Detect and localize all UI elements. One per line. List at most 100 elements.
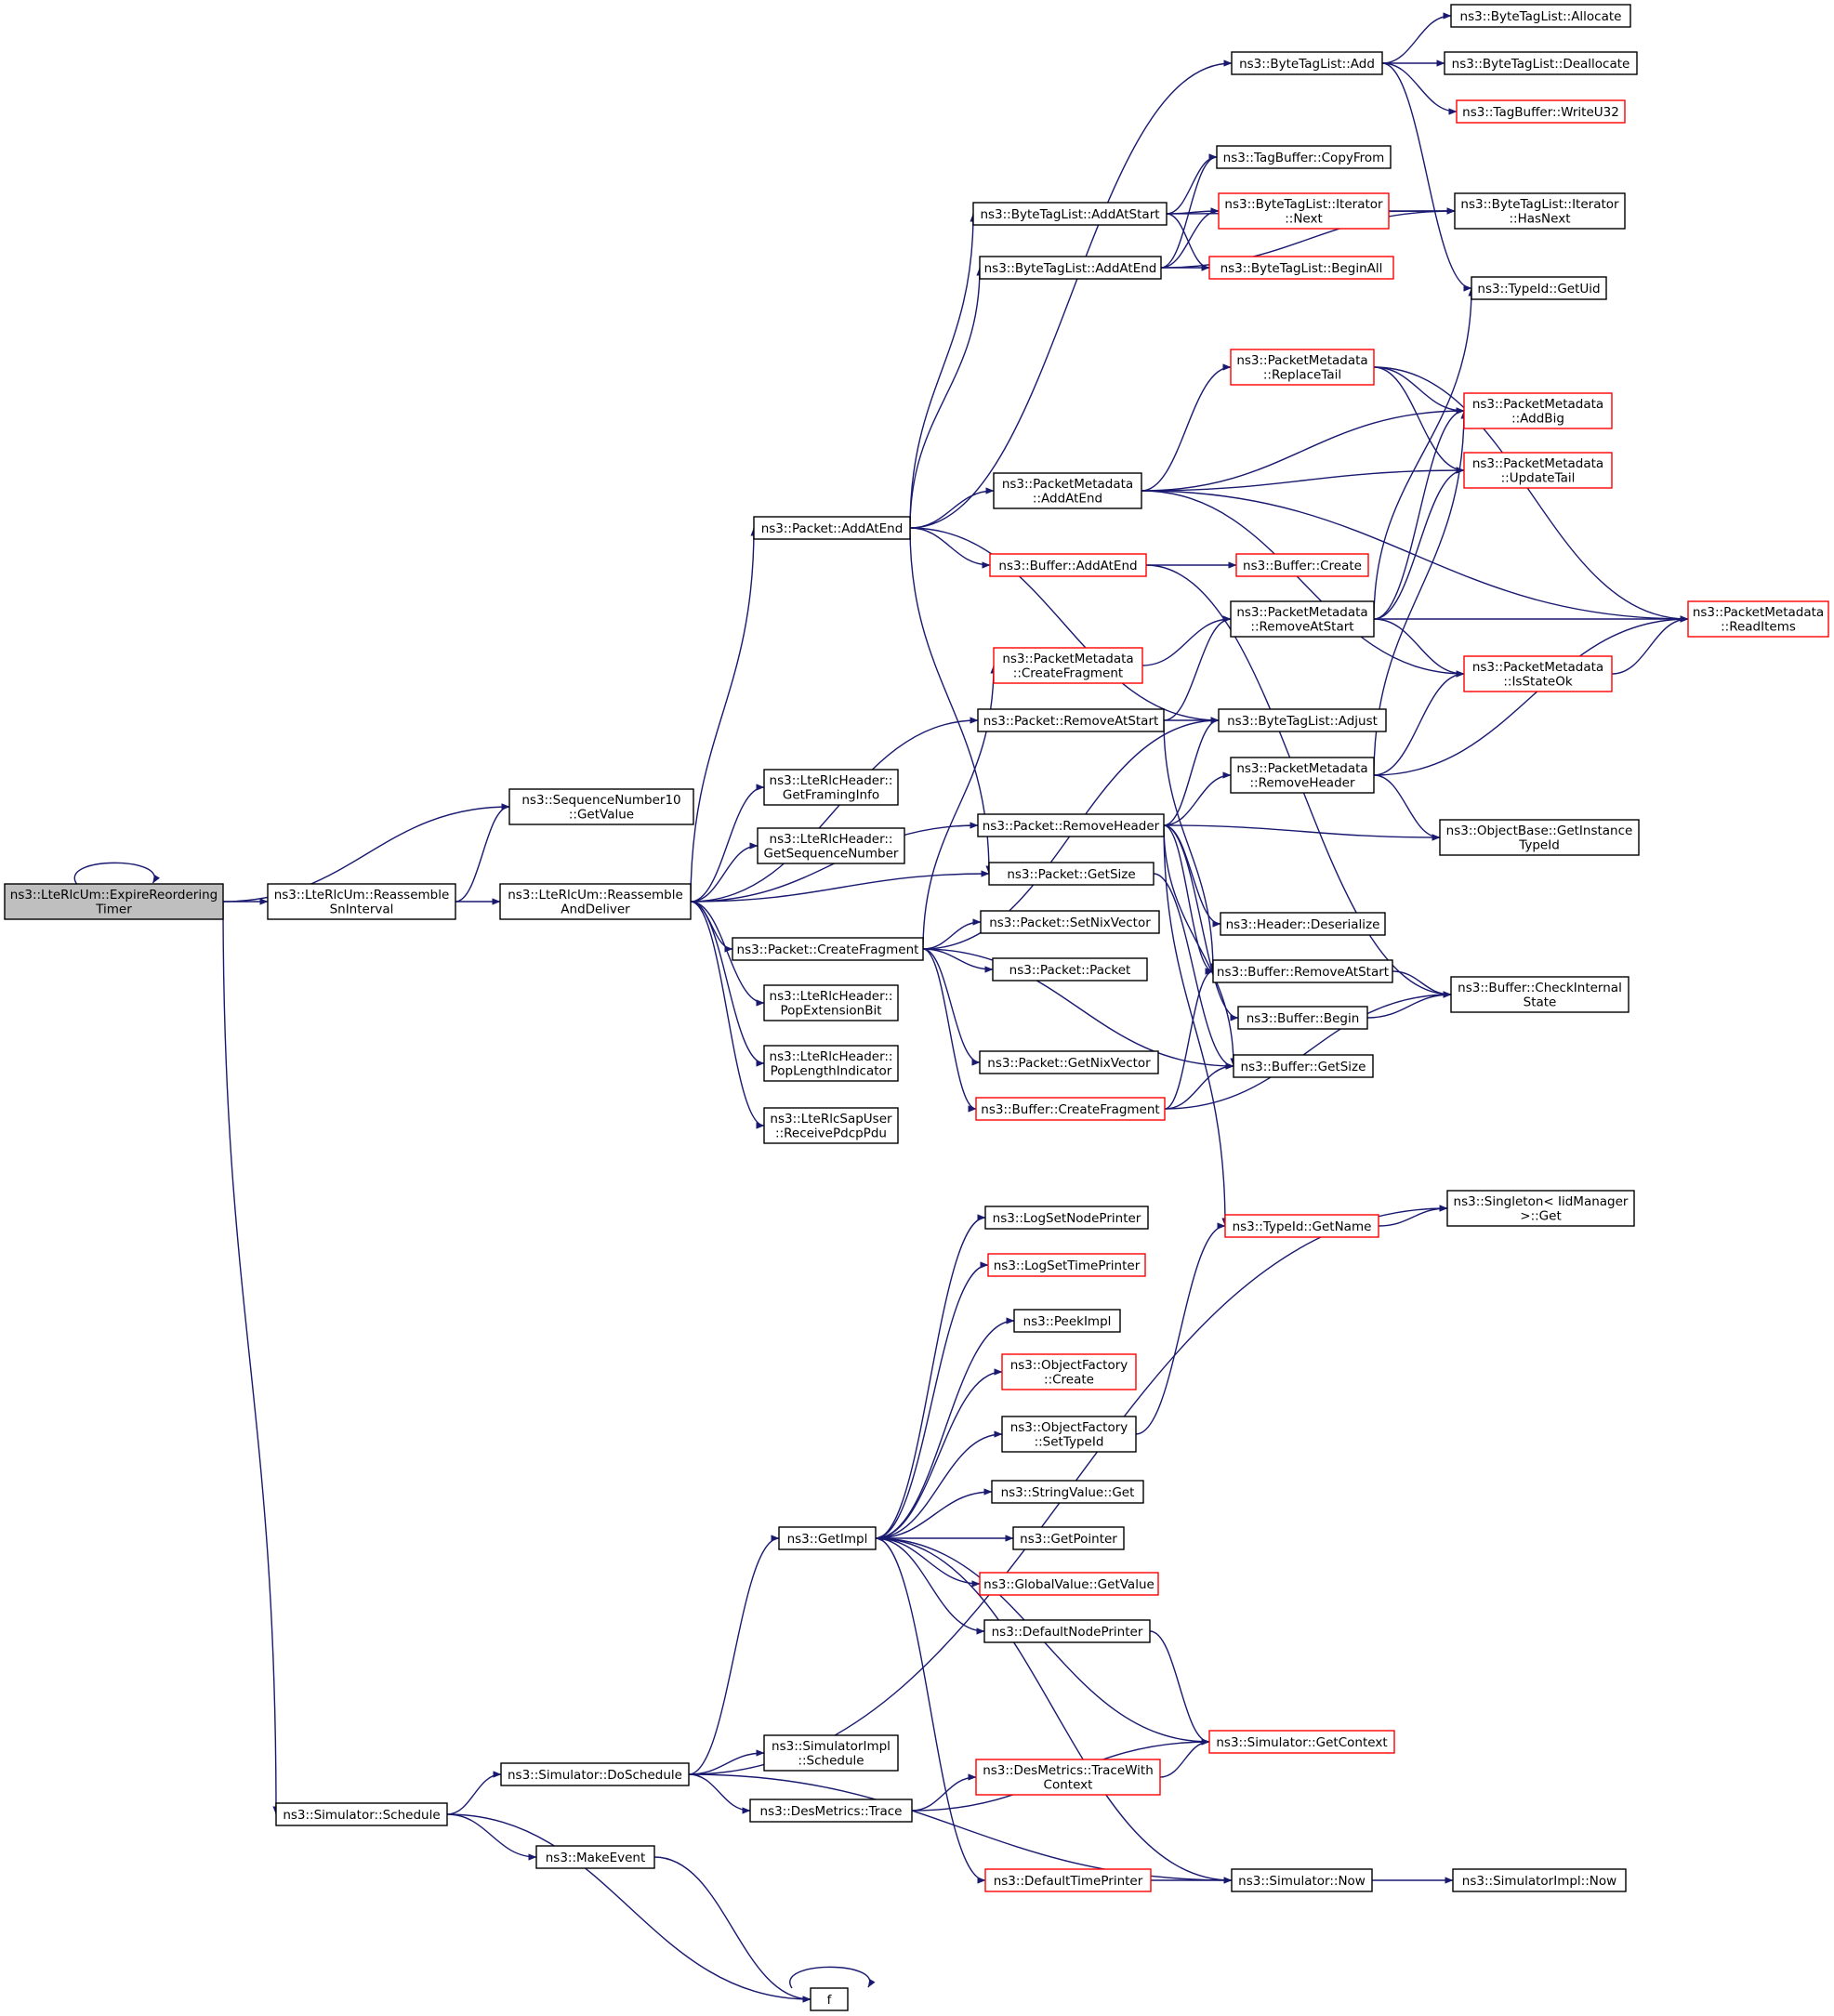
- node-pmReadItems[interactable]: ns3::PacketMetadata::ReadItems: [1687, 600, 1829, 638]
- node-framing[interactable]: ns3::LteRlcHeader::GetFramingInfo: [763, 769, 899, 806]
- node-defTime[interactable]: ns3::DefaultTimePrinter: [984, 1868, 1152, 1892]
- edge-reassDel-to-pRemStart: [690, 717, 979, 903]
- node-gvGet[interactable]: ns3::GlobalValue::GetValue: [979, 1572, 1159, 1596]
- node-box: [1452, 1868, 1627, 1892]
- node-pGetNix[interactable]: ns3::Packet::GetNixVector: [979, 1050, 1159, 1074]
- node-btlItNext[interactable]: ns3::ByteTagList::Iterator::Next: [1218, 192, 1390, 230]
- node-btlItHas[interactable]: ns3::ByteTagList::Iterator::HasNext: [1454, 192, 1626, 230]
- node-btlBegin[interactable]: ns3::ByteTagList::BeginAll: [1208, 256, 1394, 280]
- node-bCreateFrag[interactable]: ns3::Buffer::CreateFragment: [975, 1097, 1166, 1121]
- edge-path: [446, 1771, 502, 1815]
- node-singleton[interactable]: ns3::Singleton< IidManager>::Get: [1446, 1190, 1635, 1227]
- edge-path: [1373, 366, 1689, 623]
- edge-pmAddAtEnd-to-pmAddBig: [1141, 407, 1465, 492]
- edge-path: [1141, 467, 1465, 492]
- node-sched[interactable]: ns3::Simulator::Schedule: [275, 1802, 448, 1826]
- node-bBegin[interactable]: ns3::Buffer::Begin: [1237, 1006, 1368, 1030]
- node-pAddAtEnd[interactable]: ns3::Packet::AddAtEnd: [753, 516, 911, 540]
- node-box: [1001, 1353, 1137, 1390]
- node-getImpl[interactable]: ns3::GetImpl: [778, 1526, 877, 1550]
- node-btlAddEnd[interactable]: ns3::ByteTagList::AddAtEnd: [979, 256, 1162, 280]
- node-bAddAtEnd[interactable]: ns3::Buffer::AddAtEnd: [989, 553, 1147, 577]
- node-seqnum[interactable]: ns3::LteRlcHeader::GetSequenceNumber: [757, 827, 905, 864]
- node-btlAdjust[interactable]: ns3::ByteTagList::Adjust: [1218, 708, 1387, 732]
- node-pmReplTail[interactable]: ns3::PacketMetadata::ReplaceTail: [1230, 349, 1375, 386]
- node-btlAdd[interactable]: ns3::ByteTagList::Add: [1231, 51, 1383, 75]
- node-box: [732, 937, 924, 961]
- node-btlAlloc[interactable]: ns3::ByteTagList::Allocate: [1450, 4, 1631, 28]
- node-ofSetTid[interactable]: ns3::ObjectFactory::SetTypeId: [1001, 1416, 1137, 1453]
- node-simCtx[interactable]: ns3::Simulator::GetContext: [1208, 1730, 1395, 1754]
- node-ofCreate[interactable]: ns3::ObjectFactory::Create: [1001, 1353, 1137, 1390]
- node-popext[interactable]: ns3::LteRlcHeader::PopExtensionBit: [763, 984, 899, 1021]
- node-label: ns3::ByteTagList::Add: [1239, 57, 1375, 72]
- node-defNode[interactable]: ns3::DefaultNodePrinter: [983, 1619, 1151, 1643]
- node-box: [1001, 1416, 1137, 1453]
- node-simImplNow[interactable]: ns3::SimulatorImpl::Now: [1452, 1868, 1627, 1892]
- node-pmAddBig[interactable]: ns3::PacketMetadata::AddBig: [1463, 392, 1613, 429]
- edge-reassDel-to-framing: [690, 784, 765, 903]
- node-label: ::CreateFragment: [1013, 666, 1123, 681]
- node-label: ns3::ByteTagList::AddAtEnd: [984, 261, 1157, 276]
- node-pmAddAtEnd[interactable]: ns3::PacketMetadata::AddAtEnd: [993, 472, 1142, 509]
- edge-pmRemStart-to-pmStateOk: [1373, 618, 1465, 678]
- node-btlAddStart[interactable]: ns3::ByteTagList::AddAtStart: [972, 202, 1168, 226]
- node-pCreateFrag[interactable]: ns3::Packet::CreateFragment: [732, 937, 924, 961]
- node-pmRemHdr[interactable]: ns3::PacketMetadata::RemoveHeader: [1230, 757, 1375, 794]
- node-btlDealloc[interactable]: ns3::ByteTagList::Deallocate: [1444, 51, 1638, 75]
- node-tidName[interactable]: ns3::TypeId::GetName: [1224, 1214, 1379, 1238]
- node-simImplSched[interactable]: ns3::SimulatorImpl::Schedule: [763, 1734, 899, 1772]
- edge-path: [789, 1966, 876, 1989]
- node-snget[interactable]: ns3::SequenceNumber10::GetValue: [508, 788, 694, 825]
- node-simNow[interactable]: ns3::Simulator::Now: [1231, 1868, 1373, 1892]
- node-pRemHdr[interactable]: ns3::Packet::RemoveHeader: [977, 813, 1165, 837]
- node-label: ns3::DefaultNodePrinter: [992, 1625, 1143, 1640]
- node-bCreate[interactable]: ns3::Buffer::Create: [1235, 553, 1369, 577]
- node-label: ns3::DesMetrics::Trace: [760, 1804, 903, 1819]
- node-strGet[interactable]: ns3::StringValue::Get: [991, 1480, 1144, 1504]
- edge-path: [875, 1488, 993, 1539]
- node-pGetSize[interactable]: ns3::Packet::GetSize: [988, 862, 1154, 886]
- node-tbWrite[interactable]: ns3::TagBuffer::WriteU32: [1456, 99, 1626, 124]
- node-logNode[interactable]: ns3::LogSetNodePrinter: [984, 1206, 1149, 1230]
- node-f[interactable]: f: [810, 1987, 849, 2011]
- edge-path: [1373, 615, 1689, 776]
- node-pRemStart[interactable]: ns3::Packet::RemoveAtStart: [977, 708, 1165, 732]
- node-tbCopy[interactable]: ns3::TagBuffer::CopyFrom: [1216, 145, 1392, 169]
- edge-path: [690, 901, 765, 1007]
- node-tidUid[interactable]: ns3::TypeId::GetUid: [1471, 276, 1607, 300]
- edge-pAddAtEnd-to-pGetSize: [909, 527, 993, 875]
- node-bRemStart[interactable]: ns3::Buffer::RemoveAtStart: [1212, 959, 1393, 983]
- node-label: TypeId: [1518, 838, 1560, 853]
- node-pPacket[interactable]: ns3::Packet::Packet: [992, 957, 1148, 982]
- node-doSched[interactable]: ns3::Simulator::DoSchedule: [500, 1762, 690, 1786]
- edge-path: [1163, 717, 1220, 826]
- node-pmRemStart[interactable]: ns3::PacketMetadata::RemoveAtStart: [1230, 600, 1375, 638]
- node-hdrDeser[interactable]: ns3::Header::Deserialize: [1220, 912, 1386, 936]
- node-peek[interactable]: ns3::PeekImpl: [1013, 1309, 1121, 1333]
- node-pmUpdTail[interactable]: ns3::PacketMetadata::UpdateTail: [1463, 452, 1613, 489]
- edge-doSched-to-simImplSched: [688, 1749, 765, 1775]
- node-bGetSize[interactable]: ns3::Buffer::GetSize: [1233, 1054, 1374, 1078]
- node-makeEvent[interactable]: ns3::MakeEvent: [535, 1845, 655, 1869]
- node-poplen[interactable]: ns3::LteRlcHeader::PopLengthIndicator: [763, 1045, 899, 1082]
- node-recv[interactable]: ns3::LteRlcSapUser::ReceivePdcpPdu: [763, 1107, 899, 1144]
- node-label: ns3::LteRlcSapUser: [770, 1112, 892, 1127]
- node-logTime[interactable]: ns3::LogSetTimePrinter: [987, 1253, 1146, 1277]
- edge-path: [1163, 824, 1237, 1067]
- edge-path: [922, 948, 1234, 1070]
- node-pSetNix[interactable]: ns3::Packet::SetNixVector: [980, 910, 1160, 934]
- node-pmCreateFrag[interactable]: ns3::PacketMetadata::CreateFragment: [993, 647, 1143, 684]
- node-box: [1463, 452, 1613, 489]
- node-pmStateOk[interactable]: ns3::PacketMetadata::IsStateOk: [1463, 655, 1613, 692]
- node-desTrace[interactable]: ns3::DesMetrics::Trace: [749, 1799, 913, 1823]
- node-box: [508, 788, 694, 825]
- node-box: [988, 862, 1154, 886]
- node-getPtr[interactable]: ns3::GetPointer: [1012, 1526, 1125, 1550]
